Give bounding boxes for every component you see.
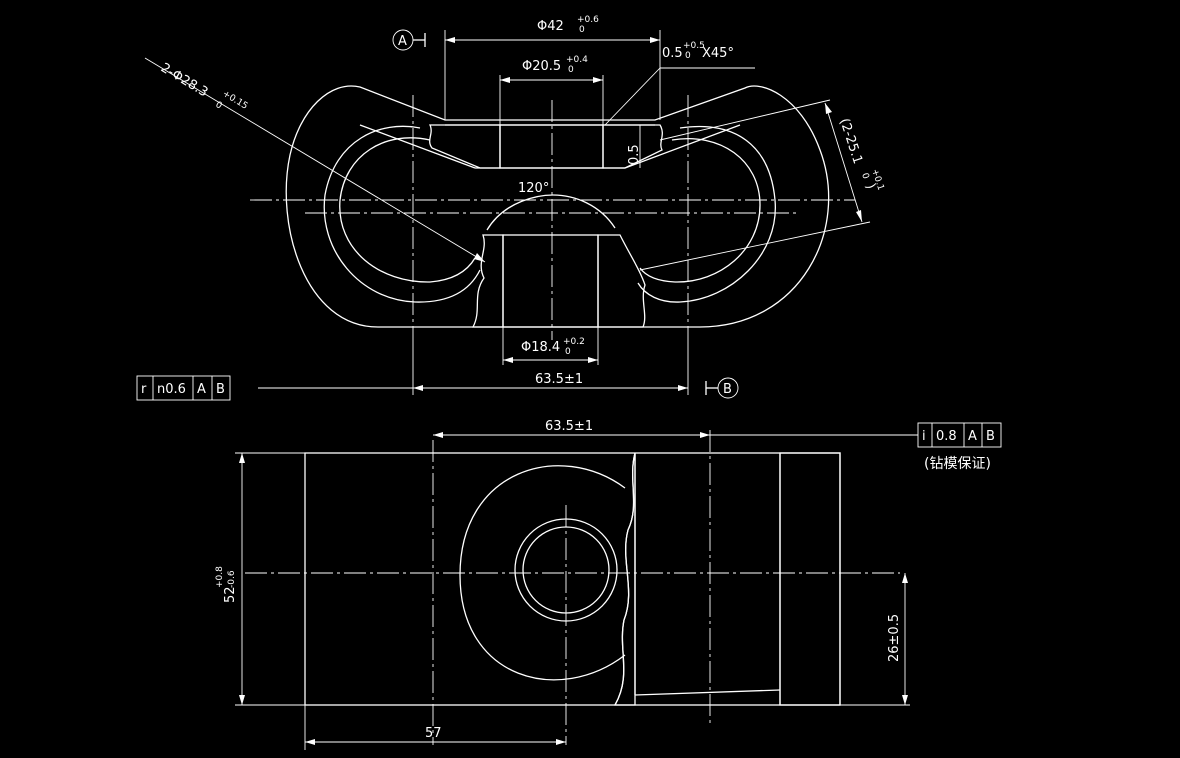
inner-contour-right-2 [639, 138, 761, 283]
dim-depth: 0.5 [627, 144, 642, 165]
svg-text:+0.8: +0.8 [215, 566, 225, 588]
svg-text:0: 0 [565, 347, 571, 357]
svg-text:0: 0 [579, 25, 585, 35]
tolerance-frame-bottom: i 0.8 A B [917, 422, 1002, 448]
svg-text:r: r [141, 382, 147, 397]
svg-text:-0.6: -0.6 [227, 570, 237, 588]
dim-25-1: (2-25.1 [836, 117, 865, 166]
inner-contour-right [637, 125, 776, 303]
svg-text:0: 0 [859, 172, 870, 181]
tolerance-frame-top: r n0.6 A B [136, 375, 231, 401]
svg-text:B: B [986, 429, 995, 444]
svg-text:+0.5: +0.5 [683, 41, 705, 51]
svg-text:+0.15: +0.15 [220, 89, 249, 112]
svg-text:+0.6: +0.6 [577, 15, 599, 25]
inner-contour-left-2 [339, 137, 476, 283]
svg-text:i: i [922, 429, 926, 444]
dim-phi18-4: Φ18.4 [521, 340, 560, 355]
datum-b: B [723, 382, 732, 397]
dim-phi20-5: Φ20.5 [522, 59, 561, 74]
note-drill-jig: (钻模保证) [924, 456, 991, 472]
dim-63-5-bottom: 63.5±1 [545, 419, 593, 434]
dim-angle: 120° [518, 181, 549, 196]
inner-contour-left [323, 125, 481, 303]
svg-text:+0.2: +0.2 [563, 337, 585, 347]
dim-phi42: Φ42 [537, 19, 564, 34]
front-section-view: Φ42 +0.6 0 Φ20.5 +0.4 0 0.5 +0.5 0 X45° … [136, 15, 885, 401]
svg-text:0: 0 [213, 100, 223, 112]
svg-text:0: 0 [685, 51, 691, 61]
dim-phi28-3: 2-Φ28.3 [158, 61, 210, 101]
dim-57: 57 [425, 726, 442, 741]
svg-text:0.8: 0.8 [936, 429, 957, 444]
body-outline [304, 452, 841, 706]
svg-text:X45°: X45° [702, 46, 734, 61]
svg-text:+0.4: +0.4 [566, 55, 588, 65]
side-view: 63.5±1 52 +0.8 -0.6 26±0.5 57 i 0.8 A [215, 419, 1002, 750]
svg-text:A: A [968, 429, 977, 444]
dim-52: 52 [223, 586, 238, 603]
upper-bore [499, 124, 604, 169]
svg-text:n0.6: n0.6 [157, 382, 186, 397]
dim-26: 26±0.5 [887, 614, 902, 662]
svg-text:B: B [216, 382, 225, 397]
svg-text:A: A [197, 382, 206, 397]
datum-b-circle [717, 377, 739, 399]
dim-chamfer: 0.5 [662, 46, 683, 61]
svg-text:): ) [862, 182, 878, 191]
outer-contour [285, 85, 830, 328]
datum-a: A [398, 34, 407, 49]
lower-bore [502, 234, 599, 328]
svg-text:0: 0 [568, 65, 574, 75]
dim-63-5-top: 63.5±1 [535, 372, 583, 387]
